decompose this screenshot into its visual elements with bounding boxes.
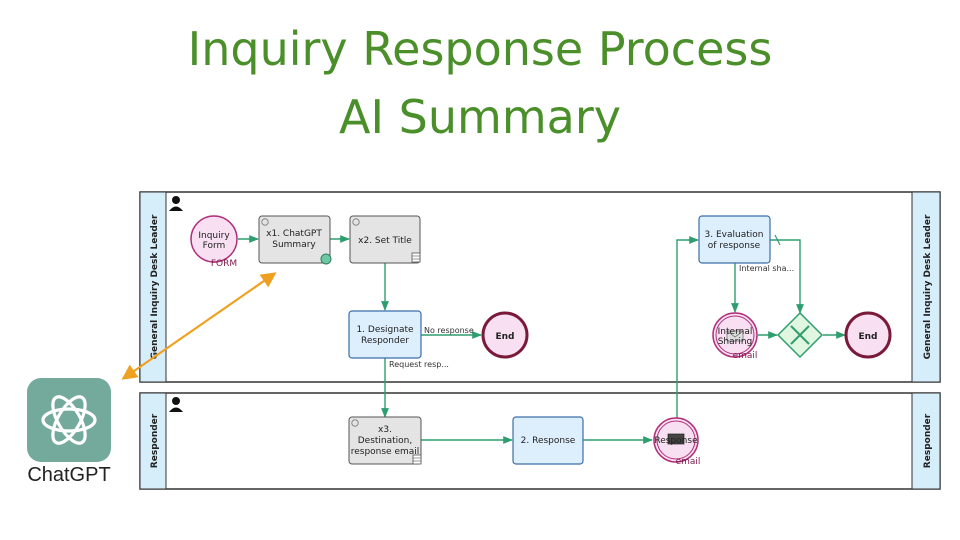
chatgpt-label: ChatGPT — [27, 464, 111, 486]
envelope-icon — [667, 433, 685, 445]
lane-responder-label-right: Responder — [923, 413, 933, 468]
inquiry-form-event[interactable]: Inquiry Form FORM — [190, 215, 238, 269]
lane-leader-label-right: General Inquiry Desk Leader — [923, 214, 933, 359]
page-title-line-2: AI Summary — [339, 90, 621, 144]
default-flow-mark — [774, 234, 781, 246]
x-mark-icon — [790, 325, 810, 345]
destination-label-3: response email — [351, 447, 420, 457]
designate-label-2: Responder — [361, 336, 409, 346]
response-email-tag: email — [676, 457, 701, 467]
inquiry-form-label-1: Inquiry — [198, 231, 230, 241]
ai-link-arrow — [121, 272, 277, 380]
response-email-event[interactable]: Response email — [653, 417, 701, 467]
person-icon — [169, 397, 183, 412]
chatgpt-logo-icon — [27, 378, 111, 462]
lane-responder-label-left: Responder — [150, 413, 160, 468]
set-title-label: x2. Set Title — [358, 236, 412, 246]
end-event-2[interactable]: End — [844, 311, 892, 359]
inquiry-form-label-2: Form — [203, 241, 226, 251]
evaluation-label-1: 3. Evaluation — [705, 230, 764, 240]
end-2-label: End — [859, 332, 878, 342]
set-title-task[interactable]: x2. Set Title — [349, 215, 421, 264]
table-icon — [411, 252, 421, 263]
response-email-label: Response — [654, 436, 698, 446]
gear-icon — [351, 419, 359, 427]
envelope-icon — [726, 330, 744, 342]
internal-sharing-label-2: Sharing — [718, 337, 753, 347]
response-task-label: 2. Response — [521, 436, 576, 446]
end-1-label: End — [496, 332, 515, 342]
response-task[interactable]: 2. Response — [512, 416, 584, 465]
end-event-1[interactable]: End — [481, 311, 529, 359]
designate-responder-task[interactable]: 1. Designate Responder — [348, 310, 422, 359]
designate-label-1: 1. Designate — [356, 325, 414, 335]
table-icon — [412, 454, 422, 465]
exclusive-gateway[interactable] — [776, 311, 824, 359]
evaluation-label-2: of response — [708, 241, 761, 251]
attached-event-icon — [320, 253, 332, 265]
internal-sharing-event[interactable]: Internal Sharing email — [712, 312, 758, 361]
internal-sharing-label-1: Internal — [718, 327, 753, 337]
destination-label-1: x3. — [378, 425, 392, 435]
flow-evaluation-to-gateway — [770, 239, 804, 314]
flow-label-request-response: Request resp... — [389, 360, 449, 369]
chatgpt-summary-label-2: Summary — [272, 240, 316, 250]
flow-email-to-evaluation — [676, 236, 699, 418]
sequence-flows — [238, 235, 846, 444]
flow-label-internal-sharing: Internal sha... — [739, 264, 794, 273]
inquiry-form-tag: FORM — [211, 259, 237, 269]
page-title-line-1: Inquiry Response Process — [187, 22, 773, 76]
lane-leader-label-left: General Inquiry Desk Leader — [150, 214, 160, 359]
gear-icon — [261, 218, 269, 226]
destination-task[interactable]: x3. Destination, response email — [348, 416, 422, 465]
chatgpt-summary-task[interactable]: x1. ChatGPT Summary — [258, 215, 332, 265]
flow-label-no-response: No response — [424, 326, 474, 335]
person-icon — [169, 196, 183, 211]
internal-sharing-tag: email — [733, 351, 758, 361]
chatgpt-summary-label-1: x1. ChatGPT — [266, 229, 322, 239]
gear-icon — [352, 218, 360, 226]
destination-label-2: Destination, — [358, 436, 413, 446]
evaluation-task[interactable]: 3. Evaluation of response — [698, 215, 771, 264]
